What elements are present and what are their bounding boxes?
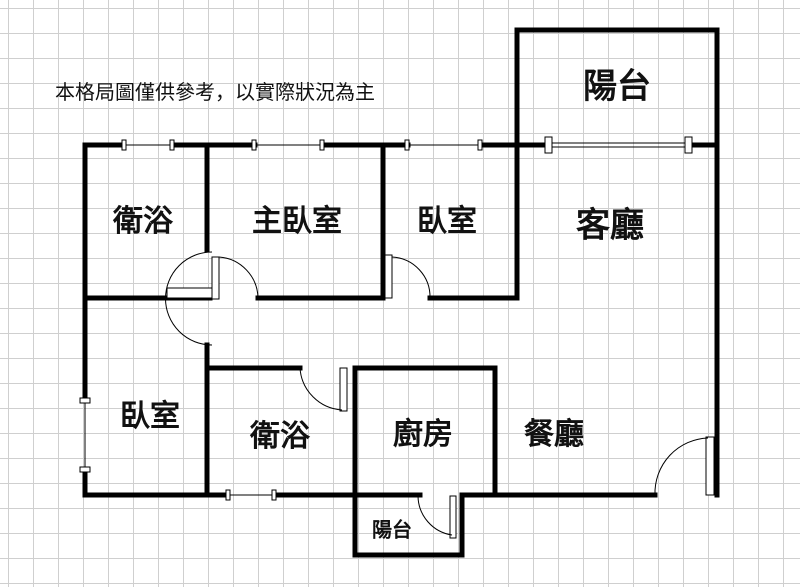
- room-label-balcony-small: 陽台: [372, 517, 412, 542]
- room-label-bedroom: 臥室: [417, 204, 477, 239]
- room-label-dining-room: 餐廳: [524, 417, 584, 452]
- room-label-bath: 衛浴: [250, 419, 310, 454]
- windows-and-doors: [79, 136, 715, 539]
- walls: [82, 27, 720, 558]
- room-label-living-room: 客廳: [576, 205, 644, 246]
- room-label-bath: 衛浴: [113, 204, 173, 239]
- room-label-balcony: 陽台: [583, 66, 651, 107]
- disclaimer-text: 本格局圖僅供參考，以實際狀況為主: [55, 80, 375, 104]
- room-label-master-bedroom: 主臥室: [252, 204, 342, 239]
- room-label-kitchen: 廚房: [393, 417, 453, 452]
- room-label-bedroom: 臥室: [120, 399, 180, 434]
